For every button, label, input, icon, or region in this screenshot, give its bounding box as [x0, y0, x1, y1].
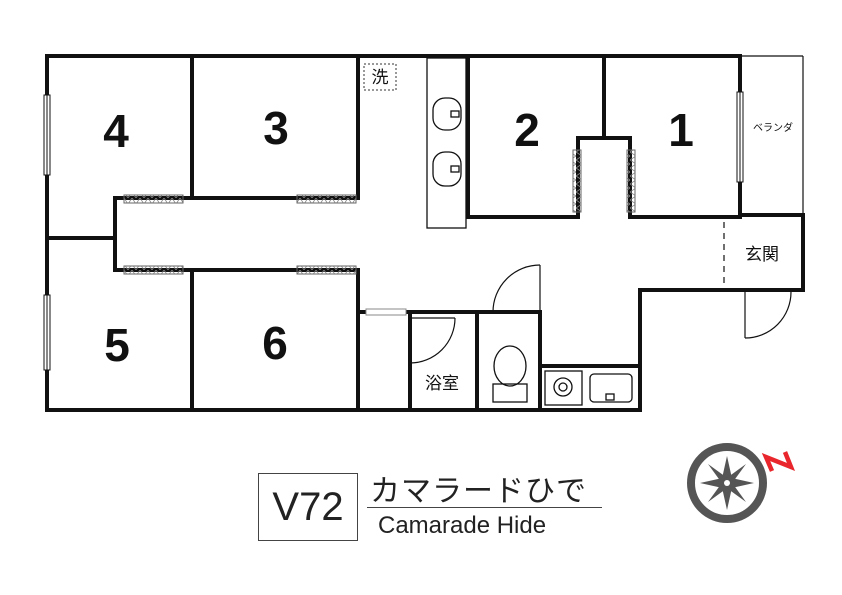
- swing-doors: [409, 264, 792, 364]
- windows: [43, 91, 744, 371]
- washer-label: 洗: [372, 68, 389, 88]
- bath-window: [365, 308, 407, 316]
- room-number-3: 3: [263, 102, 289, 154]
- veranda-outline: [740, 55, 804, 215]
- property-name-jp: カマラードひで: [370, 474, 587, 509]
- room-number-5: 5: [104, 319, 130, 371]
- entrance-label: 玄関: [745, 245, 779, 265]
- veranda-label: ベランダ: [753, 121, 793, 134]
- bathroom-label: 浴室: [425, 374, 459, 394]
- property-code: V72: [258, 473, 358, 541]
- room-number-2: 2: [514, 104, 540, 156]
- property-name-en: Camarade Hide: [378, 512, 547, 539]
- room-number-6: 6: [262, 317, 288, 369]
- washer-area: 洗: [363, 63, 397, 91]
- room-number-1: 1: [668, 104, 694, 156]
- toilet-fixture: [492, 345, 528, 403]
- compass-rose-icon: [687, 443, 767, 523]
- name-divider: [367, 507, 602, 508]
- kitchen-counter: [544, 370, 633, 406]
- room-number-4: 4: [103, 105, 129, 157]
- north-marker-icon: [761, 451, 796, 472]
- sliding-doors: [123, 149, 636, 275]
- sink-counter: [426, 57, 467, 229]
